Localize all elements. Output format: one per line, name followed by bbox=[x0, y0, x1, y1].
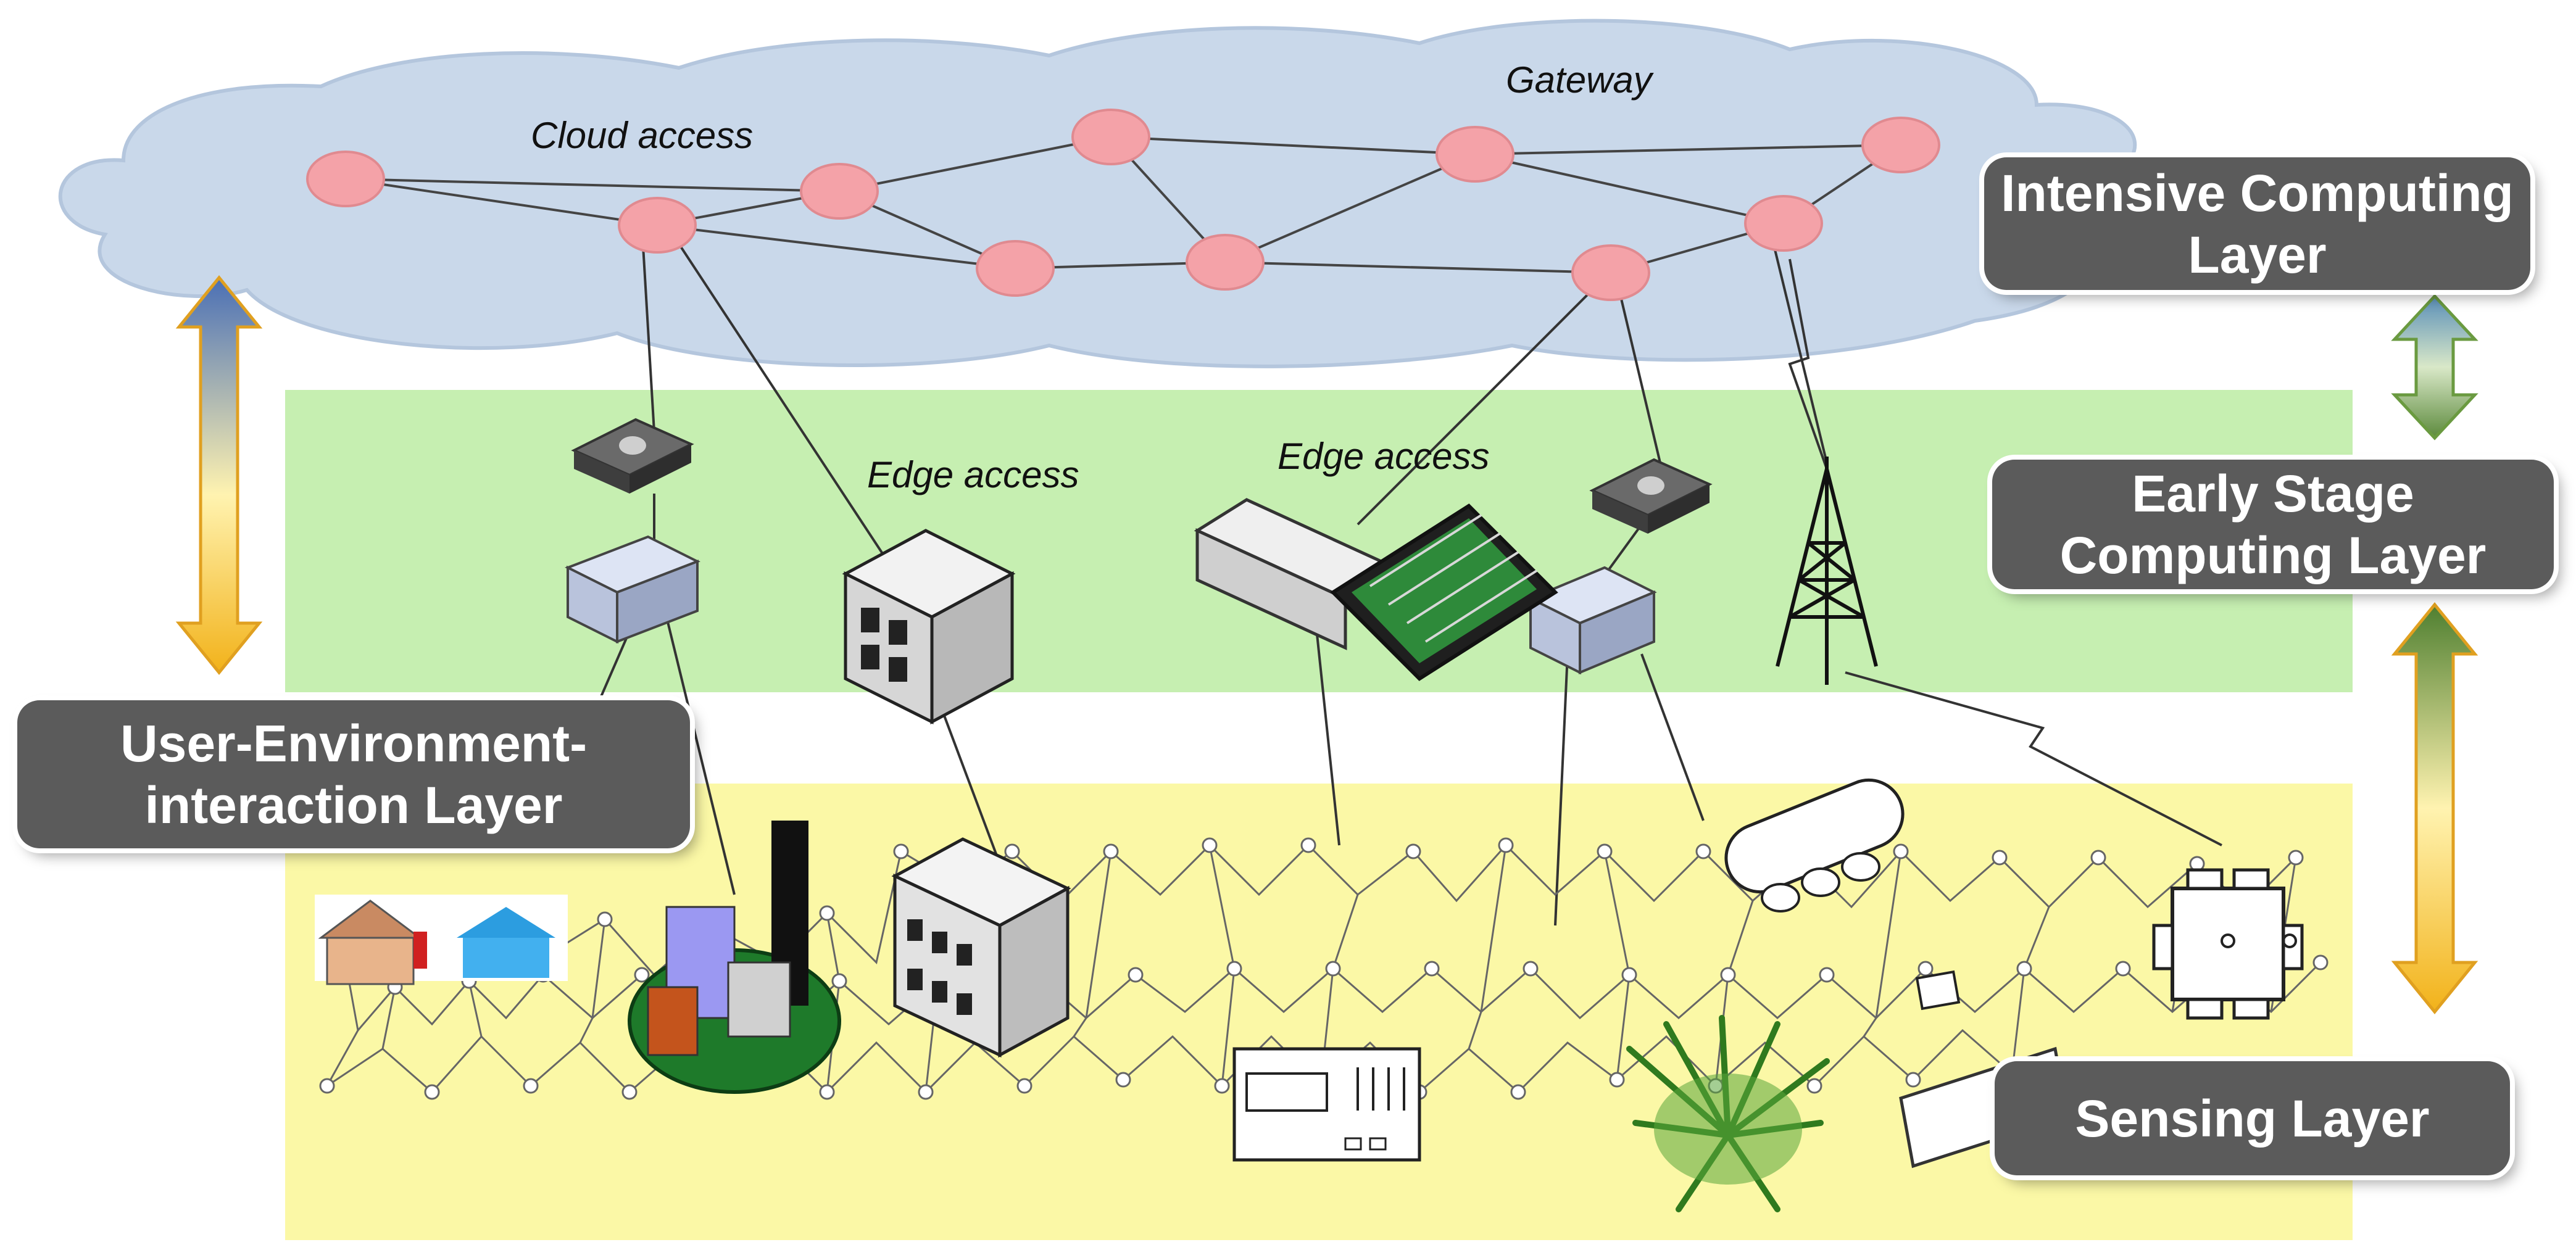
router-icon bbox=[1589, 458, 1713, 534]
building-icon bbox=[891, 837, 1071, 1058]
switch-chassis-icon bbox=[1194, 498, 1558, 681]
sensor-icon bbox=[1915, 970, 1961, 1011]
cloud-node bbox=[1571, 244, 1650, 301]
cloud-nodes bbox=[306, 109, 1940, 301]
right-bottom-double-arrow bbox=[2391, 602, 2478, 1014]
cloud-node bbox=[1861, 117, 1940, 173]
city-icon bbox=[628, 821, 841, 1094]
cloud-node bbox=[1744, 195, 1823, 252]
cloud-node bbox=[618, 197, 697, 254]
cloud-node bbox=[1435, 126, 1514, 183]
bus-icon bbox=[1724, 778, 1905, 912]
router-icon bbox=[571, 418, 694, 494]
sensing-layer-label: Sensing Layer bbox=[1995, 1061, 2510, 1175]
switch-icon bbox=[565, 535, 700, 644]
house-icon bbox=[315, 895, 568, 985]
cloud-node bbox=[800, 163, 879, 220]
cloud-access-label: Cloud access bbox=[531, 115, 754, 156]
intensive-computing-layer-label: Intensive Computing Layer bbox=[1984, 157, 2530, 290]
plant-icon bbox=[1626, 1015, 1830, 1212]
right-top-double-arrow bbox=[2391, 294, 2478, 441]
table-icon bbox=[2152, 868, 2304, 1020]
server-icon bbox=[842, 529, 1016, 725]
cell-tower-icon bbox=[1776, 457, 1878, 685]
cloud-node bbox=[306, 151, 385, 207]
cloud-node bbox=[1186, 234, 1265, 291]
user-environment-interaction-layer-label: User-Environment-interaction Layer bbox=[17, 700, 690, 848]
gateway-label: Gateway bbox=[1506, 59, 1652, 101]
left-double-arrow bbox=[175, 275, 263, 675]
appliance-icon bbox=[1232, 1047, 1421, 1162]
switch-icon bbox=[1527, 566, 1657, 675]
cloud-node bbox=[1071, 109, 1150, 165]
early-stage-computing-layer-label: Early Stage Computing Layer bbox=[1992, 460, 2554, 589]
edge-access-label-2: Edge access bbox=[1278, 436, 1490, 477]
cloud-node bbox=[976, 240, 1055, 297]
edge-access-label: Edge access bbox=[867, 454, 1079, 495]
